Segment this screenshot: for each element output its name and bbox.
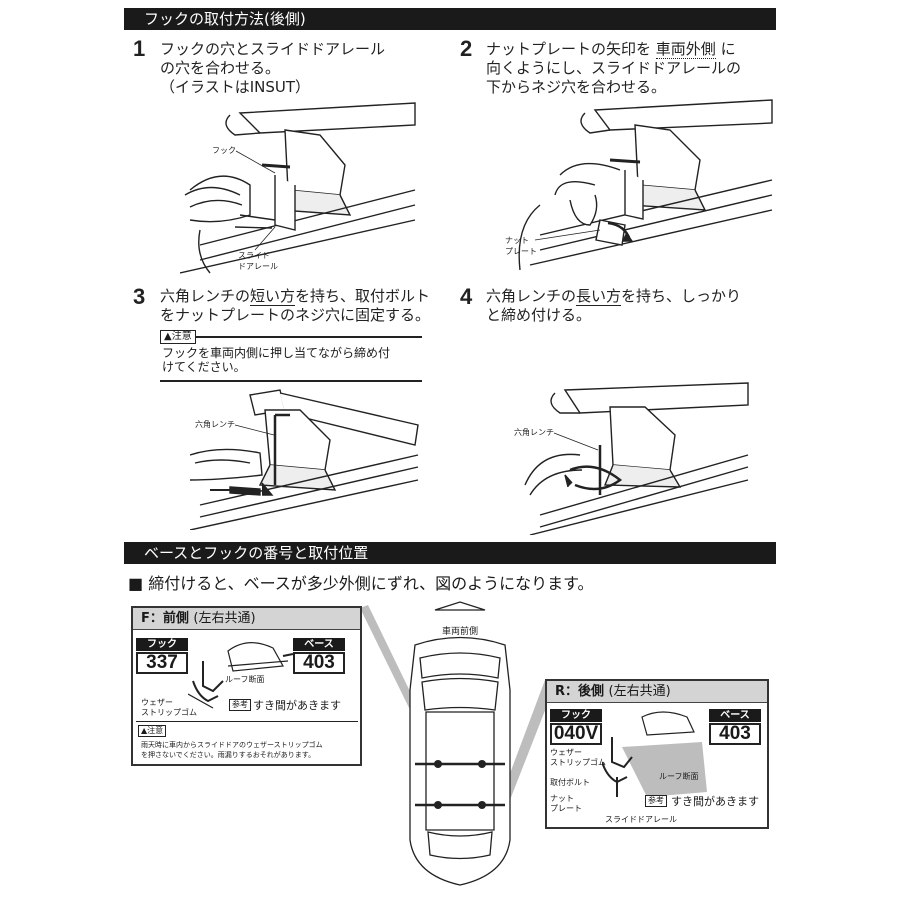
step-2-line1-a: ナットプレートの矢印を <box>486 40 652 58</box>
step-4-line1-c: を持ち、しっかり <box>621 287 742 305</box>
front-hook-label: フック <box>136 638 188 651</box>
caution-top-rule <box>160 336 422 338</box>
rear-ref-badge: 参考 <box>645 795 667 807</box>
step-1-hook-label: フック <box>212 146 236 155</box>
step-4-line1-emphasis: 長い方 <box>576 287 622 306</box>
rear-roof-section-label: ルーフ断面 <box>659 772 699 781</box>
front-panel-title: F：前側 (左右共通) <box>133 608 360 630</box>
step-3-illustration: 六角レンチ <box>190 389 419 530</box>
rear-hook-number: 040V <box>550 723 602 745</box>
step-4-line1-a: 六角レンチの <box>486 287 577 305</box>
warning-icon: ▲ <box>141 726 148 735</box>
step-3-text: 六角レンチの短い方を持ち、取付ボルト をナットプレートのネジ穴に固定する。 <box>160 287 430 325</box>
rear-bolt-label: 取付ボルト <box>550 778 590 787</box>
front-hook-number: 337 <box>136 652 188 674</box>
step-1-number: 1 <box>133 36 146 61</box>
front-panel: F：前側 (左右共通) フック 337 ベース 403 ルーフ断面 ウェザー ス… <box>131 606 362 766</box>
warning-icon: ▲ <box>164 331 172 342</box>
caution-badge: ▲注意 <box>160 330 196 344</box>
step-4-wrench-label: 六角レンチ <box>514 427 554 437</box>
front-weather-label-2: ストリップゴム <box>141 708 197 717</box>
rear-panel-title: R：後側 (左右共通) <box>547 681 767 703</box>
step-3-wrench-label: 六角レンチ <box>195 419 235 429</box>
step-1-line2: の穴を合わせる。 <box>160 59 281 77</box>
rear-base-label: ベース <box>709 709 761 722</box>
step-2-line1-emphasis: 車両外側 <box>655 40 716 59</box>
front-caution-badge-label: 注意 <box>147 726 164 735</box>
front-ref-badge: 参考 <box>229 699 251 711</box>
step-1-text: フックの穴とスライドドアレール の穴を合わせる。 （イラストはINSUT） <box>160 40 385 97</box>
rear-panel-title-bold: R：後側 <box>555 684 605 699</box>
step-3-number: 3 <box>133 284 146 309</box>
front-weather-label-1: ウェザー <box>141 698 173 707</box>
step-1-illustration: フック スライド ドアレール <box>180 102 416 274</box>
rear-panel-title-sub: (左右共通) <box>608 684 671 699</box>
step-2-line3: 下からネジ穴を合わせる。 <box>486 78 667 96</box>
step-2-text: ナットプレートの矢印を 車両外側 に 向くようにし、スライドドアレールの 下から… <box>486 40 741 97</box>
front-base-number: 403 <box>293 652 345 674</box>
rear-rail-label: スライドドアレール <box>605 815 677 824</box>
front-roof-section-label: ルーフ断面 <box>225 675 265 684</box>
car-top-view: 車両前側 <box>360 601 555 886</box>
front-section-drawing <box>188 642 294 709</box>
caution-text: フックを車両内側に押し当てながら締め付 けてください。 <box>162 346 390 374</box>
rear-base-number: 403 <box>709 723 761 745</box>
front-panel-title-sub: (左右共通) <box>193 611 256 626</box>
rear-ref-text: すき間があきます <box>671 795 759 808</box>
step-3-line1-emphasis: 短い方 <box>250 287 296 306</box>
step-2-nut-label-1: ナット <box>505 236 529 245</box>
step-2-line2: 向くようにし、スライドドアレールの <box>486 59 742 77</box>
caution-bottom-rule <box>160 380 422 382</box>
bullet-note: ■ 締付けると、ベースが多少外側にずれ、図のようになります。 <box>128 574 594 593</box>
rear-nut-label-2: プレート <box>550 804 582 813</box>
caution-line2: けてください。 <box>162 360 246 374</box>
step-2-number: 2 <box>460 36 473 61</box>
front-caution-line1: 雨天時に車内からスライドドアのウェザーストリップゴム <box>141 741 323 749</box>
front-base-label: ベース <box>293 638 345 651</box>
rear-hook-label: フック <box>550 709 602 722</box>
car-front-label: 車両前側 <box>442 625 478 637</box>
front-caution-badge: ▲注意 <box>138 725 167 737</box>
step-2-nut-label-2: プレート <box>505 247 537 256</box>
front-caution-rule <box>136 721 358 722</box>
front-ref-text: すき間があきます <box>253 699 341 712</box>
step-2-line1-c: に <box>720 40 736 58</box>
step-4-line2: と締め付ける。 <box>486 306 592 324</box>
rear-weather-label-1: ウェザー <box>550 748 582 757</box>
caution-badge-label: 注意 <box>171 331 192 342</box>
step-4-text: 六角レンチの長い方を持ち、しっかり と締め付ける。 <box>486 287 741 325</box>
step-1-rail-label-1: スライド <box>238 251 270 260</box>
step-3-line2: をナットプレートのネジ穴に固定する。 <box>160 306 431 324</box>
caution-line1: フックを車両内側に押し当てながら締め付 <box>162 346 391 360</box>
section-header-base-hook-numbers: ベースとフックの番号と取付位置 <box>124 542 776 564</box>
step-1-rail-label-2: ドアレール <box>238 262 278 271</box>
section-header-hook-install: フックの取付方法(後側) <box>124 8 776 30</box>
step-4-number: 4 <box>460 284 473 309</box>
front-panel-title-bold: F：前側 <box>141 611 189 626</box>
step-2-illustration: ナット プレート <box>505 99 773 271</box>
rear-nut-label-1: ナット <box>550 794 574 803</box>
rear-panel: R：後側 (左右共通) フック 040V ベース 403 ウェザー ストリップゴ… <box>545 679 769 829</box>
rear-weather-label-2: ストリップゴム <box>550 758 606 767</box>
front-caution-line2: を押さないでください。雨漏りするおそれがあります。 <box>141 751 316 759</box>
step-3-line1-a: 六角レンチの <box>160 287 251 305</box>
step-4-illustration: 六角レンチ <box>514 382 749 535</box>
step-1-line1: フックの穴とスライドドアレール <box>160 40 386 58</box>
rear-section-drawing <box>602 711 707 797</box>
step-3-line1-c: を持ち、取付ボルト <box>295 287 431 305</box>
step-1-line3: （イラストはINSUT） <box>160 78 311 96</box>
